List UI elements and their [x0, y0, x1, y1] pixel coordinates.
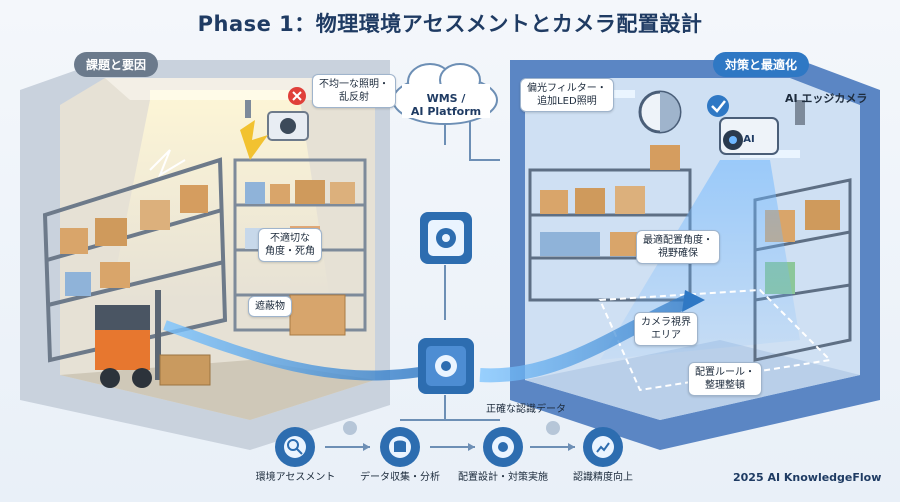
process-row: [275, 421, 623, 467]
measure-filter-led: 偏光フィルター・ 追加LED照明: [520, 78, 614, 112]
ceiling-light-left: [150, 90, 300, 100]
cloud-icon: [392, 63, 498, 125]
gear-database-icon: [380, 427, 420, 467]
data-flow-stream-left: [163, 320, 421, 381]
ai-chip-gear-icon: [420, 212, 472, 264]
accurate-data-label: 正確な認識データ: [486, 404, 566, 415]
process-step-1: 環境アセスメント: [255, 472, 336, 483]
issue-angle: 不適切な 角度・死角: [258, 228, 322, 262]
measure-view-area: カメラ視界 エリア: [634, 312, 698, 346]
check-icon: [707, 95, 729, 117]
left-shelf-front: [42, 157, 228, 363]
process-step-4: 認識精度向上: [573, 472, 633, 483]
measure-placement-angle: 最適配置角度・ 視野確保: [636, 230, 720, 264]
ai-edge-camera-icon: [719, 100, 805, 155]
forklift: [95, 290, 211, 388]
right-shelf-back: [528, 145, 692, 302]
small-gear-icon: [546, 421, 560, 435]
glare-flash-icon: [240, 120, 268, 160]
issues-label: 課題と要因: [74, 52, 159, 77]
issue-lighting: 不均一な照明・ 乱反射: [312, 74, 396, 108]
camera-view-area: [598, 288, 833, 392]
gear-settings-icon: [483, 427, 523, 467]
gear-search-icon: [275, 427, 315, 467]
process-step-3: 配置設計・対策実施: [458, 472, 548, 483]
gear-growth-chart-icon: [583, 427, 623, 467]
lightning-glare-icon: [149, 149, 186, 178]
page-title: Phase 1：物理環境アセスメントとカメラ配置設計: [197, 12, 703, 36]
ai-processor-icon: [418, 338, 474, 394]
process-step-2: データ収集・分析: [360, 472, 440, 483]
issue-obstruction: 遮蔽物: [248, 296, 292, 317]
cloud-platform-label: WMS / AI Platform: [410, 92, 482, 118]
footer-credit: 2025 AI KnowledgeFlow: [733, 471, 882, 484]
measures-label: 対策と最適化: [713, 52, 810, 77]
obstacle-boxes: [289, 294, 346, 336]
center-flow: [163, 63, 705, 421]
small-gear-icon: [343, 421, 357, 435]
measure-layout-rules: 配置ルール・ 整理整頓: [688, 362, 762, 396]
camera-ai-badge: AI: [743, 134, 755, 145]
ai-camera-label: AI エッジカメラ: [785, 92, 868, 105]
left-warehouse: [20, 60, 390, 450]
left-camera-icon: [245, 100, 309, 141]
